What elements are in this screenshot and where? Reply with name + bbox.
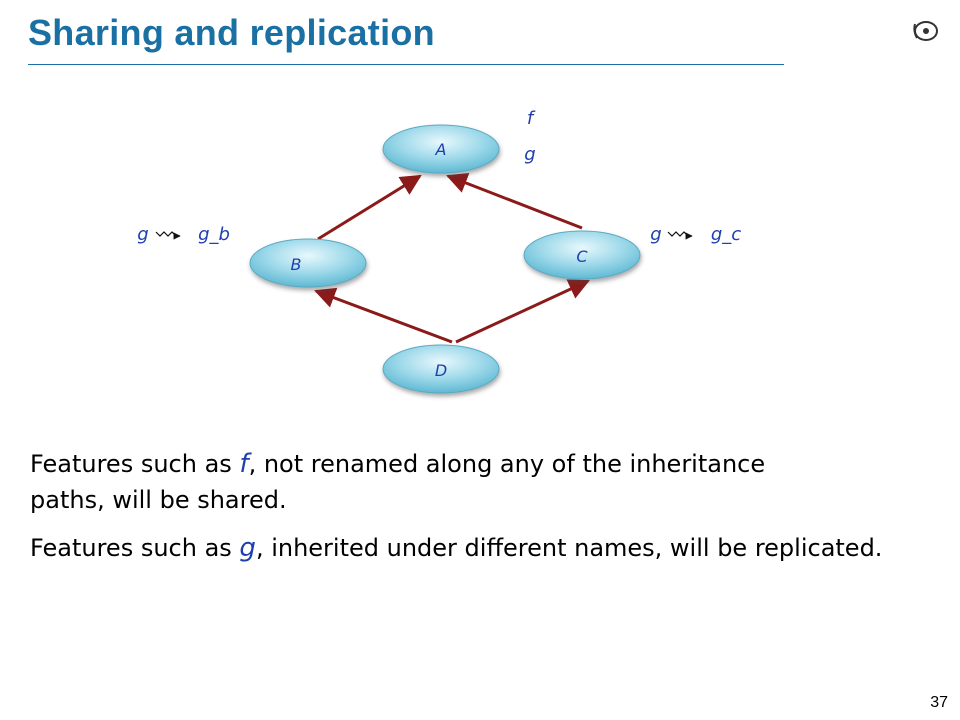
edge-c-to-a [446, 173, 583, 230]
paragraph-shared-feature: f [239, 449, 249, 479]
paragraph-replicated: Features such as g, inherited under diff… [30, 530, 940, 566]
feature-g-label: g [524, 144, 535, 165]
node-a-label: A [435, 140, 447, 159]
rename-c-arrow-icon [667, 231, 693, 240]
title-divider [28, 64, 784, 65]
rename-b: g g_b [137, 224, 230, 245]
edge-b-to-a [317, 174, 422, 241]
paragraph-shared: Features such as f, not renamed along an… [30, 446, 790, 518]
node-b-label: B [291, 255, 302, 274]
node-c: C [523, 230, 641, 280]
edge-d-to-c [455, 279, 590, 344]
rename-c-from: g [650, 224, 661, 245]
paragraph-replicated-after: , inherited under different names, will … [255, 534, 883, 562]
node-a: A [382, 124, 500, 174]
paragraph-shared-after: , not renamed along any of the inheritan… [30, 450, 766, 514]
rename-c-to: g_c [711, 224, 741, 245]
rename-b-to: g_b [198, 224, 230, 245]
rename-c: g g_c [650, 224, 741, 245]
node-d: D [382, 344, 500, 394]
node-c-label: C [576, 247, 588, 266]
paragraph-replicated-before: Features such as [30, 534, 240, 562]
paragraph-replicated-feature: g [239, 533, 256, 563]
rename-b-arrow-icon [155, 231, 181, 240]
node-d-label: D [435, 361, 447, 380]
edge-d-to-b [314, 287, 453, 344]
paragraph-shared-before: Features such as [30, 450, 240, 478]
node-b: B [249, 238, 367, 288]
inheritance-diagram: A B C D f g g g_b g g_c [137, 108, 741, 394]
page-title: Sharing and replication [28, 12, 435, 53]
eiffel-logo-icon [913, 21, 938, 41]
page-number: 37 [930, 694, 948, 711]
feature-f-label: f [527, 108, 536, 129]
rename-b-from: g [137, 224, 148, 245]
